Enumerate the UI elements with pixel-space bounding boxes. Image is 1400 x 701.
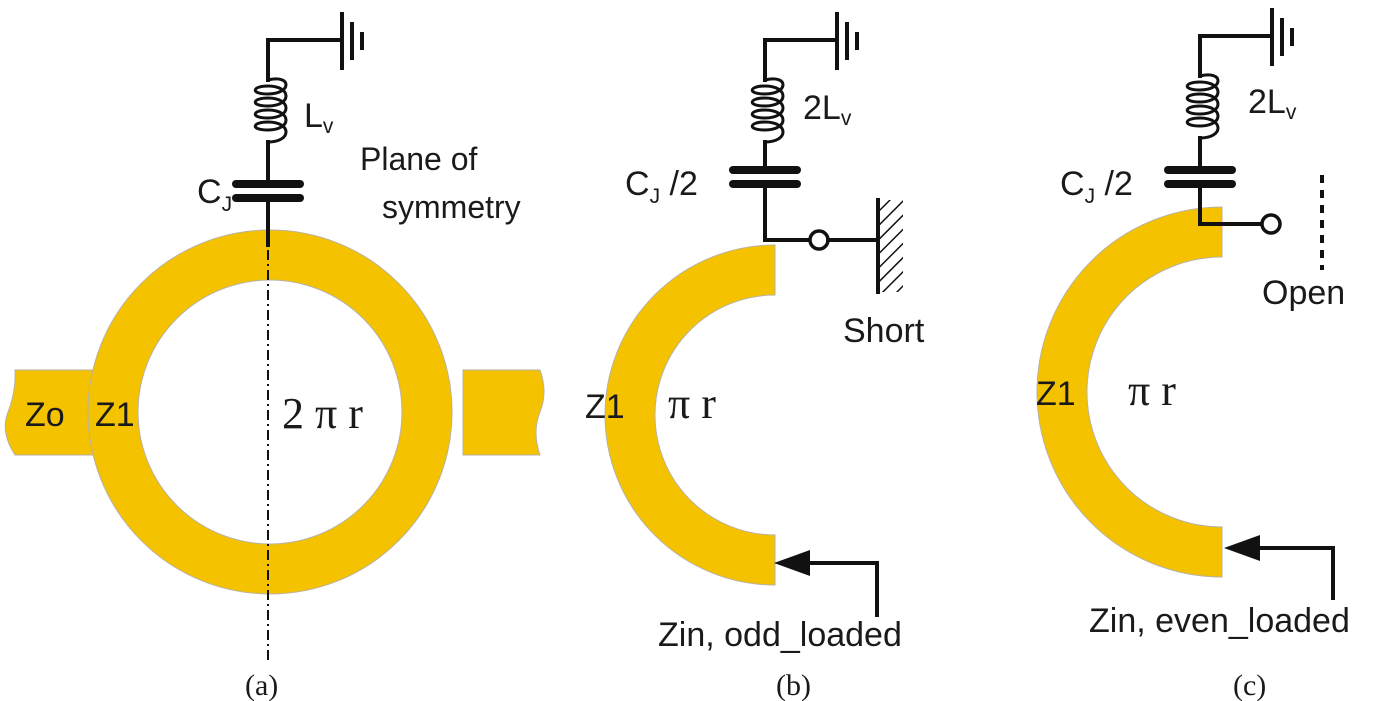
ground-icon xyxy=(835,12,859,70)
plane-label-line2: symmetry xyxy=(382,189,521,225)
ring-length-label: π r xyxy=(668,379,716,428)
feed-line-right xyxy=(462,369,545,456)
inductor-label: 2Lv xyxy=(1248,83,1297,124)
inductor-icon xyxy=(750,77,785,144)
ground-wire xyxy=(266,38,342,82)
panel-c: CJ /2 2Lv Open Z1 π r Zin, even_loaded (… xyxy=(1036,8,1350,701)
feed-line-left xyxy=(4,369,104,456)
panel-caption-c: (c) xyxy=(1233,669,1266,701)
panel-caption-a: (a) xyxy=(245,669,278,701)
inductor-icon xyxy=(253,77,288,144)
short-hatch xyxy=(879,200,903,292)
terminal-node xyxy=(808,229,830,251)
ring-resonator-half xyxy=(1036,206,1223,578)
capacitor-icon xyxy=(1164,166,1236,188)
capacitor-icon xyxy=(232,180,304,202)
input-arrow-icon xyxy=(1224,535,1260,561)
inductor-icon xyxy=(1185,73,1220,140)
capacitor-label: CJ /2 xyxy=(1060,165,1133,208)
input-arrow-icon xyxy=(774,550,810,576)
ring-length-label: π r xyxy=(1128,366,1176,415)
termination-label: Short xyxy=(843,312,925,350)
capacitor-icon xyxy=(729,166,801,188)
ring-impedance-label: Z1 xyxy=(1036,375,1076,413)
capacitor-label: CJ xyxy=(197,173,232,216)
ground-icon xyxy=(1270,8,1294,66)
termination-label: Open xyxy=(1262,274,1345,312)
ring-impedance-label: Z1 xyxy=(95,396,135,434)
ground-icon xyxy=(340,12,364,70)
capacitor-label: CJ /2 xyxy=(625,165,698,208)
ring-resonator-half xyxy=(604,244,776,586)
panel-a: CJ Lv Plane of symmetry Zo Z1 2 π r (a) xyxy=(4,12,545,701)
ring-resonator-full xyxy=(87,229,453,595)
input-impedance-label: Zin, even_loaded xyxy=(1089,602,1350,640)
inductor-label: 2Lv xyxy=(803,89,852,130)
terminal-node xyxy=(1260,213,1282,235)
panel-caption-b: (b) xyxy=(776,669,811,701)
ring-length-label: 2 π r xyxy=(282,389,363,438)
input-impedance-label: Zin, odd_loaded xyxy=(658,616,902,654)
plane-label-line1: Plane of xyxy=(360,141,478,177)
feed-impedance-label: Zo xyxy=(25,396,65,434)
panel-b: CJ /2 2Lv Short Z1 π r Zin, odd_loaded (… xyxy=(585,12,925,701)
ring-impedance-label: Z1 xyxy=(585,388,625,426)
inductor-label: Lv xyxy=(304,97,334,138)
